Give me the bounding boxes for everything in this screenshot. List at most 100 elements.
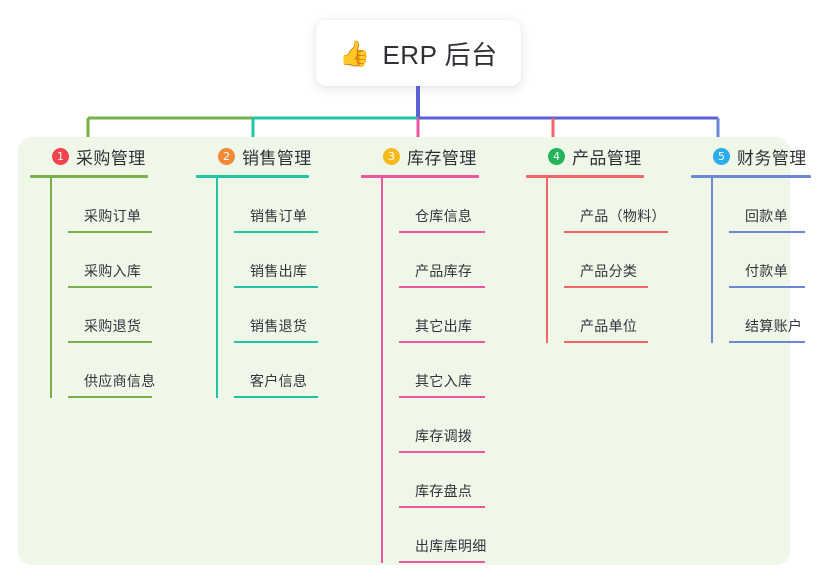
list-item[interactable]: 销售退货 xyxy=(234,288,318,343)
list-item-label: 付款单 xyxy=(745,263,788,279)
column-spine xyxy=(381,177,383,563)
column-header-rule xyxy=(30,175,148,178)
list-item-rule xyxy=(68,396,152,398)
column-items: 回款单付款单结算账户 xyxy=(711,177,811,343)
list-item-label: 回款单 xyxy=(745,208,788,224)
list-item-rule xyxy=(68,341,152,343)
list-item-rule xyxy=(399,286,485,288)
list-item-rule xyxy=(234,231,318,233)
list-item-rule xyxy=(399,396,485,398)
column-1: 1 采购管理采购订单采购入库采购退货供应商信息 xyxy=(30,143,156,398)
list-item-label: 销售出库 xyxy=(250,263,308,279)
list-item[interactable]: 其它入库 xyxy=(399,343,487,398)
column-2: 2 销售管理销售订单销售出库销售退货客户信息 xyxy=(196,143,318,398)
list-item[interactable]: 出库库明细 xyxy=(399,508,487,563)
list-item-label: 库存盘点 xyxy=(415,483,473,499)
number-badge-icon: 5 xyxy=(713,147,730,165)
list-item[interactable]: 采购入库 xyxy=(68,233,156,288)
list-item[interactable]: 库存盘点 xyxy=(399,453,487,508)
column-header-rule xyxy=(526,175,644,178)
column-3: 3 库存管理仓库信息产品库存其它出库其它入库库存调拨库存盘点出库库明细 xyxy=(361,143,487,563)
list-item-rule xyxy=(68,286,152,288)
thumbs-up-icon: 👍 xyxy=(339,38,371,68)
list-item-rule xyxy=(399,506,485,508)
column-items: 产品（物料） 产品分类产品单位 xyxy=(546,177,668,343)
column-items: 销售订单销售出库销售退货客户信息 xyxy=(216,177,318,398)
list-item-label: 采购订单 xyxy=(84,208,142,224)
column-title: 采购管理 xyxy=(76,148,146,168)
column-title: 产品管理 xyxy=(572,148,642,168)
number-badge-icon: 3 xyxy=(383,147,400,165)
number-badge-icon: 1 xyxy=(52,147,69,165)
list-item-rule xyxy=(68,231,152,233)
number-badge-icon: 2 xyxy=(218,147,235,165)
list-item-label: 产品（物料） xyxy=(580,208,666,224)
list-item[interactable]: 客户信息 xyxy=(234,343,318,398)
list-item[interactable]: 产品（物料） xyxy=(564,178,668,233)
list-item-label: 库存调拨 xyxy=(415,428,473,444)
list-item-rule xyxy=(729,286,805,288)
list-item-rule xyxy=(399,341,485,343)
list-item-label: 销售退货 xyxy=(250,318,308,334)
column-4: 4 产品管理产品（物料） 产品分类产品单位 xyxy=(526,143,668,343)
list-item-label: 其它出库 xyxy=(415,318,473,334)
list-item[interactable]: 产品单位 xyxy=(564,288,668,343)
column-header-1[interactable]: 1 采购管理 xyxy=(30,143,156,169)
list-item-label: 供应商信息 xyxy=(84,373,156,389)
column-spine xyxy=(546,177,548,343)
list-item-label: 仓库信息 xyxy=(415,208,473,224)
list-item[interactable]: 销售订单 xyxy=(234,178,318,233)
column-header-rule xyxy=(196,175,309,178)
list-item-label: 产品分类 xyxy=(580,263,638,279)
list-item-label: 采购入库 xyxy=(84,263,142,279)
list-item[interactable]: 采购退货 xyxy=(68,288,156,343)
column-header-rule xyxy=(691,175,811,178)
column-header-4[interactable]: 4 产品管理 xyxy=(526,143,668,169)
list-item-label: 产品库存 xyxy=(415,263,473,279)
column-header-2[interactable]: 2 销售管理 xyxy=(196,143,318,169)
list-item[interactable]: 结算账户 xyxy=(729,288,811,343)
column-header-3[interactable]: 3 库存管理 xyxy=(361,143,487,169)
number-badge-icon: 4 xyxy=(548,147,565,165)
list-item-rule xyxy=(729,341,805,343)
list-item-rule xyxy=(564,231,668,233)
list-item-rule xyxy=(399,451,485,453)
list-item-rule xyxy=(234,341,318,343)
list-item-rule xyxy=(564,286,648,288)
column-spine xyxy=(216,177,218,398)
list-item[interactable]: 采购订单 xyxy=(68,178,156,233)
column-spine xyxy=(711,177,713,343)
list-item[interactable]: 付款单 xyxy=(729,233,811,288)
list-item-rule xyxy=(729,231,805,233)
root-title: ERP 后台 xyxy=(382,39,498,70)
list-item[interactable]: 其它出库 xyxy=(399,288,487,343)
list-item-label: 采购退货 xyxy=(84,318,142,334)
list-item[interactable]: 回款单 xyxy=(729,178,811,233)
column-title: 销售管理 xyxy=(242,148,312,168)
list-item-label: 产品单位 xyxy=(580,318,638,334)
list-item-label: 其它入库 xyxy=(415,373,473,389)
list-item[interactable]: 产品分类 xyxy=(564,233,668,288)
list-item-rule xyxy=(234,286,318,288)
list-item-label: 客户信息 xyxy=(250,373,308,389)
column-items: 仓库信息产品库存其它出库其它入库库存调拨库存盘点出库库明细 xyxy=(381,177,487,563)
list-item[interactable]: 供应商信息 xyxy=(68,343,156,398)
column-spine xyxy=(50,177,52,398)
list-item[interactable]: 库存调拨 xyxy=(399,398,487,453)
list-item[interactable]: 仓库信息 xyxy=(399,178,487,233)
list-item[interactable]: 产品库存 xyxy=(399,233,487,288)
list-item-rule xyxy=(564,341,648,343)
root-node[interactable]: 👍 ERP 后台 xyxy=(316,20,521,86)
list-item-rule xyxy=(399,231,485,233)
column-title: 库存管理 xyxy=(407,148,477,168)
list-item-label: 结算账户 xyxy=(745,318,803,334)
column-header-rule xyxy=(361,175,479,178)
branch-panel xyxy=(18,137,790,565)
root-node-content: 👍 ERP 后台 xyxy=(339,35,497,72)
list-item-rule xyxy=(234,396,318,398)
column-items: 采购订单采购入库采购退货供应商信息 xyxy=(50,177,156,398)
list-item[interactable]: 销售出库 xyxy=(234,233,318,288)
